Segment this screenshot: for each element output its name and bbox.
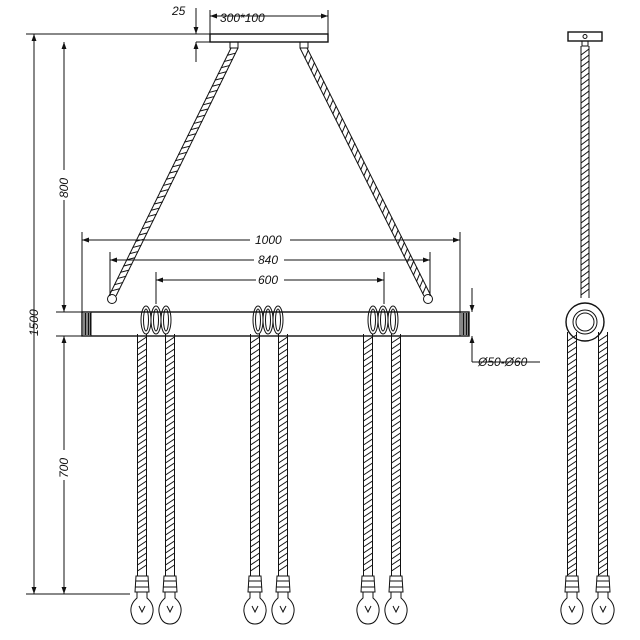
hook-right (423, 294, 433, 304)
dimension-canopy-thickness: 25 (171, 4, 210, 62)
bulb (384, 575, 408, 625)
side-canopy-bracket (581, 40, 589, 47)
dimension-hook-spacing: 840 (109, 252, 431, 296)
canopy-bracket-left (229, 41, 239, 49)
side-bulb (591, 575, 615, 625)
cord-length-label: 700 (57, 458, 71, 478)
ceiling-canopy (209, 33, 329, 43)
bulb (243, 575, 267, 625)
hanging-cords (137, 334, 401, 576)
bulb (158, 575, 182, 625)
total-height-label: 1500 (27, 309, 41, 336)
dimension-bar-diameter: Ø50-Ø60 (469, 288, 540, 369)
horizontal-bar (81, 311, 470, 337)
hanging-cord (363, 334, 373, 576)
side-hanging-cord (567, 332, 577, 576)
front-view: 25 300*100 1500 800 (26, 4, 540, 625)
canopy-size-label: 300*100 (220, 11, 265, 25)
side-view (560, 31, 615, 625)
bulb (356, 575, 380, 625)
side-hanging-cord (598, 332, 608, 576)
side-bulbs (560, 575, 615, 625)
hanging-cord (391, 334, 401, 576)
side-hanging-cords (567, 332, 608, 576)
side-suspension-rope (580, 46, 590, 298)
hook-left (107, 294, 117, 304)
side-canopy (567, 31, 603, 42)
hanging-cord (250, 334, 260, 576)
side-bar-section (565, 302, 605, 342)
dimension-canopy-size: 300*100 (209, 10, 329, 34)
dimension-suspension-height: 800 (56, 42, 82, 313)
dimension-cord-length: 700 (56, 335, 82, 594)
suspension-height-label: 800 (57, 178, 71, 198)
inner-spacing-label: 600 (258, 273, 278, 287)
dimension-total-height: 1500 (26, 33, 210, 595)
hook-spacing-label: 840 (258, 253, 278, 267)
dimension-bar-length: 1000 (81, 232, 461, 312)
hanging-cord (278, 334, 288, 576)
bulb (130, 575, 154, 625)
bar-diameter-label: Ø50-Ø60 (477, 355, 528, 369)
dimension-inner-spacing: 600 (155, 272, 385, 304)
bulb (271, 575, 295, 625)
suspension-rope-left (108, 47, 239, 297)
canopy-thickness-label: 25 (171, 4, 186, 18)
hanging-cord (165, 334, 175, 576)
side-canopy-screw (582, 34, 588, 39)
hanging-cord (137, 334, 147, 576)
suspension-rope-right (299, 47, 432, 297)
side-bulb (560, 575, 584, 625)
bar-length-label: 1000 (255, 233, 282, 247)
bar-rope-wraps (140, 305, 399, 335)
bulbs (130, 575, 408, 625)
canopy-bracket-right (299, 41, 309, 49)
